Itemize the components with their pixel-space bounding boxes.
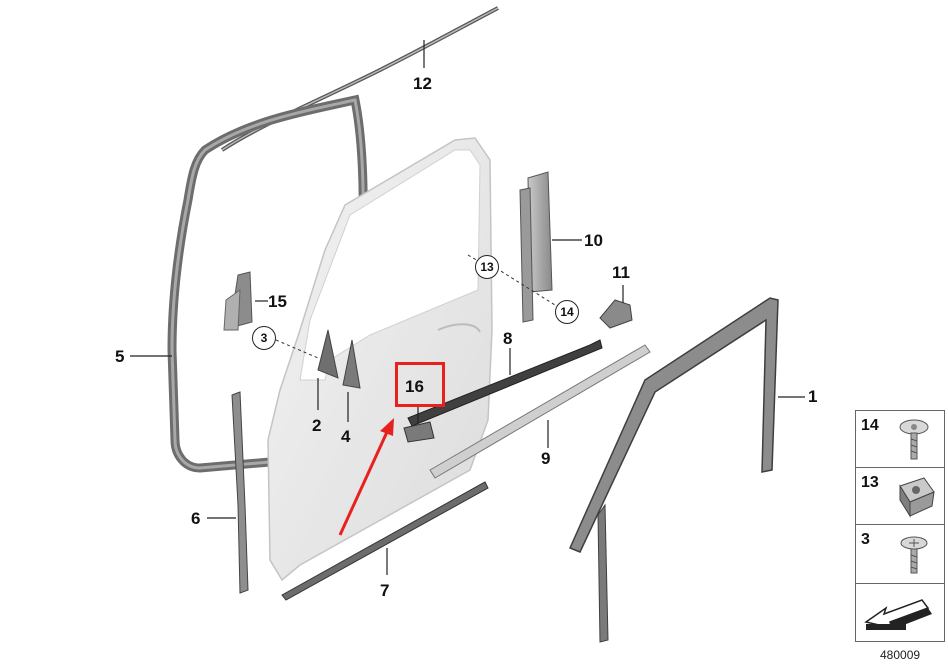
- part-label-6: 6: [191, 509, 201, 528]
- part-label-8: 8: [503, 329, 513, 348]
- screw-icon: [900, 536, 928, 574]
- legend-row: 14: [856, 411, 944, 468]
- part-label-9: 9: [541, 449, 551, 468]
- front-direction-arrow-icon: [864, 599, 932, 630]
- part-label-5: 5: [115, 347, 125, 366]
- legend-row: 3: [856, 525, 944, 584]
- legend-number: 13: [861, 474, 879, 491]
- inner-window-seal: [407, 339, 603, 427]
- b-pillar-trim: [231, 391, 249, 594]
- clip-nut-icon: [899, 477, 935, 518]
- circled-label-3: 3: [252, 326, 276, 350]
- part-label-16: 16: [405, 377, 424, 396]
- lower-door-seal: [281, 481, 489, 601]
- highlight-arrow: [338, 418, 394, 536]
- clip-part-16: [403, 421, 435, 443]
- part-label-4: 4: [341, 427, 351, 446]
- part-label-15: 15: [268, 292, 287, 311]
- highlight-box: [395, 362, 445, 407]
- legend-number: 14: [861, 417, 879, 434]
- circled-label-13: 13: [475, 255, 499, 279]
- outer-window-seal: [429, 344, 651, 479]
- circled-label-14: 14: [555, 300, 579, 324]
- triangle-trim-4: [342, 339, 361, 389]
- window-frame-trim: [568, 297, 779, 643]
- bracket-11: [599, 299, 633, 329]
- part-label-2: 2: [312, 416, 322, 435]
- solid-leaders: [130, 40, 805, 575]
- fastener-legend: 14 13 3: [855, 410, 945, 642]
- part-label-10: 10: [584, 231, 603, 250]
- part-label-7: 7: [380, 581, 390, 600]
- mirror-bracket: [223, 271, 253, 331]
- part-label-1: 1: [808, 387, 818, 406]
- dashed-leaders: [275, 254, 556, 359]
- door-shell: [267, 137, 493, 582]
- triangle-trim-2: [317, 329, 339, 379]
- screw-icon: [899, 419, 929, 460]
- document-number: 480009: [880, 648, 921, 662]
- legend-row: 13: [856, 468, 944, 525]
- part-label-11: 11: [612, 263, 630, 282]
- legend-row: [856, 584, 944, 642]
- legend-number: 3: [861, 531, 870, 548]
- part-label-12: 12: [413, 74, 432, 93]
- pillar-trim-10: [519, 171, 553, 323]
